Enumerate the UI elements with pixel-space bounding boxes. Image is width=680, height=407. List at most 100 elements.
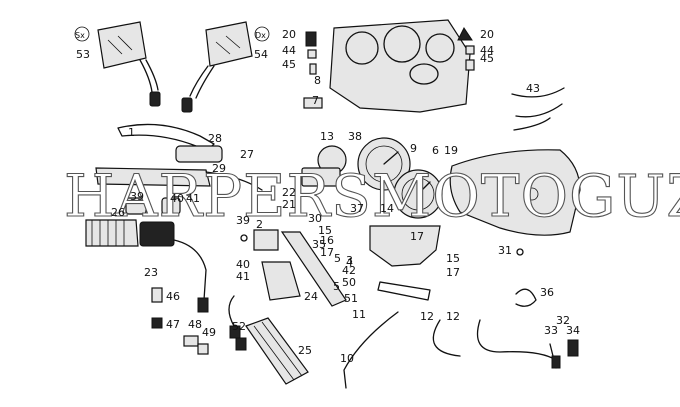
callout-24: 24	[304, 290, 318, 303]
left-mirror	[97, 21, 161, 107]
connector-48-49	[183, 335, 209, 355]
brake-switch	[228, 295, 247, 351]
screw-31	[516, 248, 524, 256]
callout-14: 14	[380, 202, 394, 215]
side-marker-left: Sx	[74, 26, 90, 42]
callout-32: 32	[556, 314, 570, 327]
callout-12: 12	[420, 310, 434, 323]
callout-9: 9	[410, 142, 417, 155]
callout-43: 43	[526, 82, 540, 95]
callout-53: 53	[76, 48, 90, 61]
sensor-34	[567, 339, 579, 357]
callout-41: 41	[186, 192, 200, 205]
callout-21: 21	[282, 198, 296, 211]
callout-44: 44	[282, 44, 296, 57]
instrument-bracket	[369, 225, 441, 301]
instrument-cover	[329, 19, 471, 113]
left-switch-clamp	[125, 197, 181, 215]
callout-42: 42	[342, 264, 356, 277]
callout-54: 54	[254, 48, 268, 61]
callout-5: 5	[333, 280, 340, 293]
callout-17: 17	[446, 266, 460, 279]
callout-37: 37	[350, 202, 364, 215]
side-marker-right-label: Dx	[255, 31, 266, 40]
callout-38: 38	[348, 130, 362, 143]
right-grip	[245, 317, 309, 385]
callout-39: 39	[236, 214, 250, 227]
speedometer-gauge	[393, 169, 443, 219]
callout-28: 28	[208, 132, 222, 145]
switch-block-14	[301, 167, 341, 187]
callout-29: 29	[212, 162, 226, 175]
callout-15: 15	[446, 252, 460, 265]
callout-15: 15	[318, 224, 332, 237]
callout-20: 20	[282, 28, 296, 41]
callout-3: 3	[346, 254, 353, 267]
callout-47: 47	[166, 318, 180, 331]
callout-16: 16	[320, 234, 334, 247]
callout-34: 34	[566, 324, 580, 337]
callout-50: 50	[342, 276, 356, 289]
callout-46: 46	[166, 290, 180, 303]
callout-17: 17	[410, 230, 424, 243]
callout-30: 30	[308, 212, 322, 225]
callout-51: 51	[344, 292, 358, 305]
callout-1: 1	[128, 126, 135, 139]
callout-36: 36	[540, 286, 554, 299]
speedometer-cable	[343, 311, 399, 389]
callout-11: 11	[352, 308, 366, 321]
right-handlebar	[253, 229, 347, 307]
bulb-46	[151, 287, 163, 303]
sensor-33	[549, 343, 561, 369]
clip-36	[515, 288, 537, 307]
callout-27: 27	[240, 148, 254, 161]
callout-10: 10	[340, 352, 354, 365]
callout-13: 13	[320, 130, 334, 143]
clutch-lever	[117, 123, 223, 163]
tachometer-cable	[432, 319, 557, 361]
bulb-47	[151, 317, 163, 329]
callout-31: 31	[498, 244, 512, 257]
side-panel	[449, 149, 581, 236]
callout-22: 22	[282, 186, 296, 199]
callout-49: 49	[202, 326, 216, 339]
screw-39	[240, 234, 248, 242]
callout-19: 19	[444, 144, 458, 157]
handlebar	[95, 167, 263, 191]
callout-4: 4	[346, 256, 353, 269]
callout-45: 45	[282, 58, 296, 71]
callout-12: 12	[446, 310, 460, 323]
callout-45: 45	[480, 52, 494, 65]
tachometer-gauge	[357, 137, 411, 191]
callout-26: 26	[111, 206, 125, 219]
side-marker-right: Dx	[254, 26, 270, 42]
callout-5: 5	[334, 252, 341, 265]
callout-48: 48	[188, 318, 202, 331]
fastener-20-left	[305, 31, 317, 75]
callout-40: 40	[236, 258, 250, 271]
callout-44: 44	[480, 44, 494, 57]
callout-41: 41	[236, 270, 250, 283]
callout-39: 39	[130, 190, 144, 203]
wiring-43	[511, 87, 565, 131]
callout-35: 35	[312, 238, 326, 251]
callout-6: 6	[432, 144, 439, 157]
callout-7: 7	[312, 94, 319, 107]
callout-8: 8	[314, 74, 321, 87]
callout-23: 23	[144, 266, 158, 279]
callout-2: 2	[256, 218, 263, 231]
callout-25: 25	[298, 344, 312, 357]
callout-33: 33	[544, 324, 558, 337]
right-mirror	[181, 21, 253, 113]
callout-17: 17	[320, 246, 334, 259]
left-grip	[85, 219, 209, 313]
side-marker-left-label: Sx	[75, 31, 85, 40]
fastener-20-right	[457, 27, 475, 71]
bracket-7	[303, 97, 323, 109]
callout-40: 40	[170, 192, 184, 205]
watermark-text: HARPERSMOTOGUZZI©	[64, 162, 680, 230]
callout-20: 20	[480, 28, 494, 41]
